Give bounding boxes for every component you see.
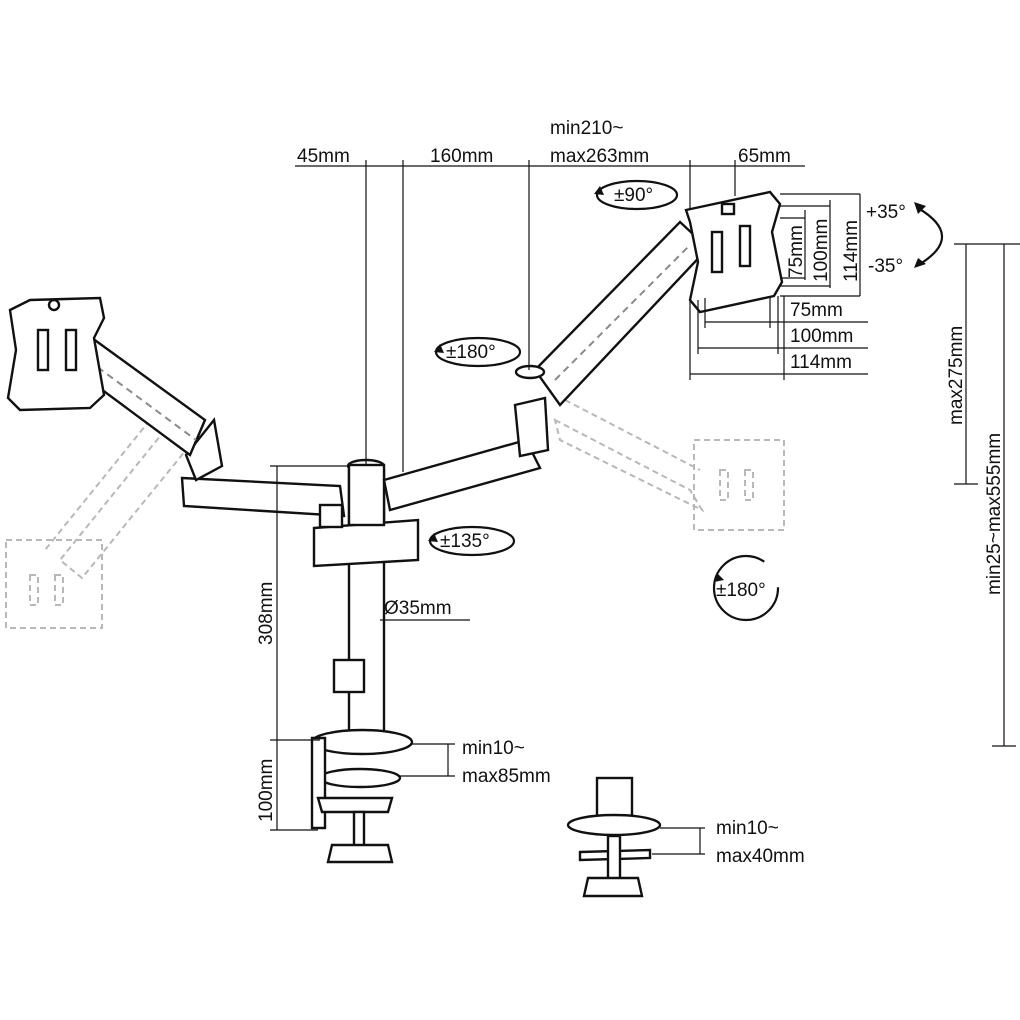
rot-plate-180: ±180°: [716, 580, 766, 601]
ghost-left-lower: [5, 419, 192, 629]
dim-clamp-max: max85mm: [462, 766, 551, 787]
dim-160mm: 160mm: [430, 146, 493, 167]
vesa-horizontal-lines: [689, 296, 868, 380]
dim-308mm: 308mm: [256, 582, 277, 645]
dim-vesa-100-vertical: 100mm: [811, 219, 832, 282]
rotation-180-arm-arrow-icon: [434, 336, 522, 368]
right-vesa-plate: [684, 190, 784, 314]
dim-clamp-min: min10~: [462, 738, 525, 759]
dim-max275mm: max275mm: [946, 326, 967, 425]
rot-arm-180: ±180°: [446, 342, 496, 363]
pole-dimension-lines: [270, 465, 470, 831]
grommet-range-lines: [652, 827, 705, 855]
rotation-90-arrow-icon: [594, 179, 679, 211]
ghost-right-lower: [553, 399, 785, 531]
dim-min210: min210~: [550, 118, 623, 139]
vesa-vertical-lines: [780, 193, 861, 297]
left-vesa-plate: [6, 296, 106, 412]
dim-clamp-100mm: 100mm: [256, 759, 277, 822]
dim-max263mm: max263mm: [550, 146, 649, 167]
clamp-range-lines: [400, 743, 455, 777]
dim-vesa-100-horizontal: 100mm: [790, 326, 853, 347]
right-arm: [382, 220, 710, 512]
top-dimension-line: [295, 160, 805, 472]
height-dimension-lines: [954, 243, 1020, 747]
dim-vesa-75-vertical: 75mm: [786, 225, 807, 278]
rotation-180-plate-arrow-icon: [712, 554, 780, 622]
dim-45mm: 45mm: [297, 146, 350, 167]
rot-tilt-up: +35°: [866, 202, 906, 223]
rot-tilt-down: -35°: [868, 256, 903, 277]
dim-pole-diameter: Ø35mm: [384, 598, 452, 619]
grommet-mount: [566, 776, 662, 898]
left-arm: [76, 336, 346, 529]
rotation-135-arrow-icon: [428, 525, 516, 557]
tilt-arrow-icon: [914, 202, 944, 268]
dim-vesa-114-horizontal: 114mm: [790, 352, 852, 373]
dim-vesa-114-vertical: 114mm: [841, 220, 862, 282]
rot-90: ±90°: [614, 185, 653, 206]
central-hub: [312, 463, 420, 568]
rot-arm-135: ±135°: [440, 531, 490, 552]
dim-vesa-75-horizontal: 75mm: [790, 300, 843, 321]
dim-grommet-max: max40mm: [716, 846, 805, 867]
desk-clamp: [310, 728, 414, 864]
dim-grommet-min: min10~: [716, 818, 779, 839]
dim-min25-max555mm: min25~max555mm: [984, 433, 1005, 595]
dim-65mm: 65mm: [738, 146, 791, 167]
